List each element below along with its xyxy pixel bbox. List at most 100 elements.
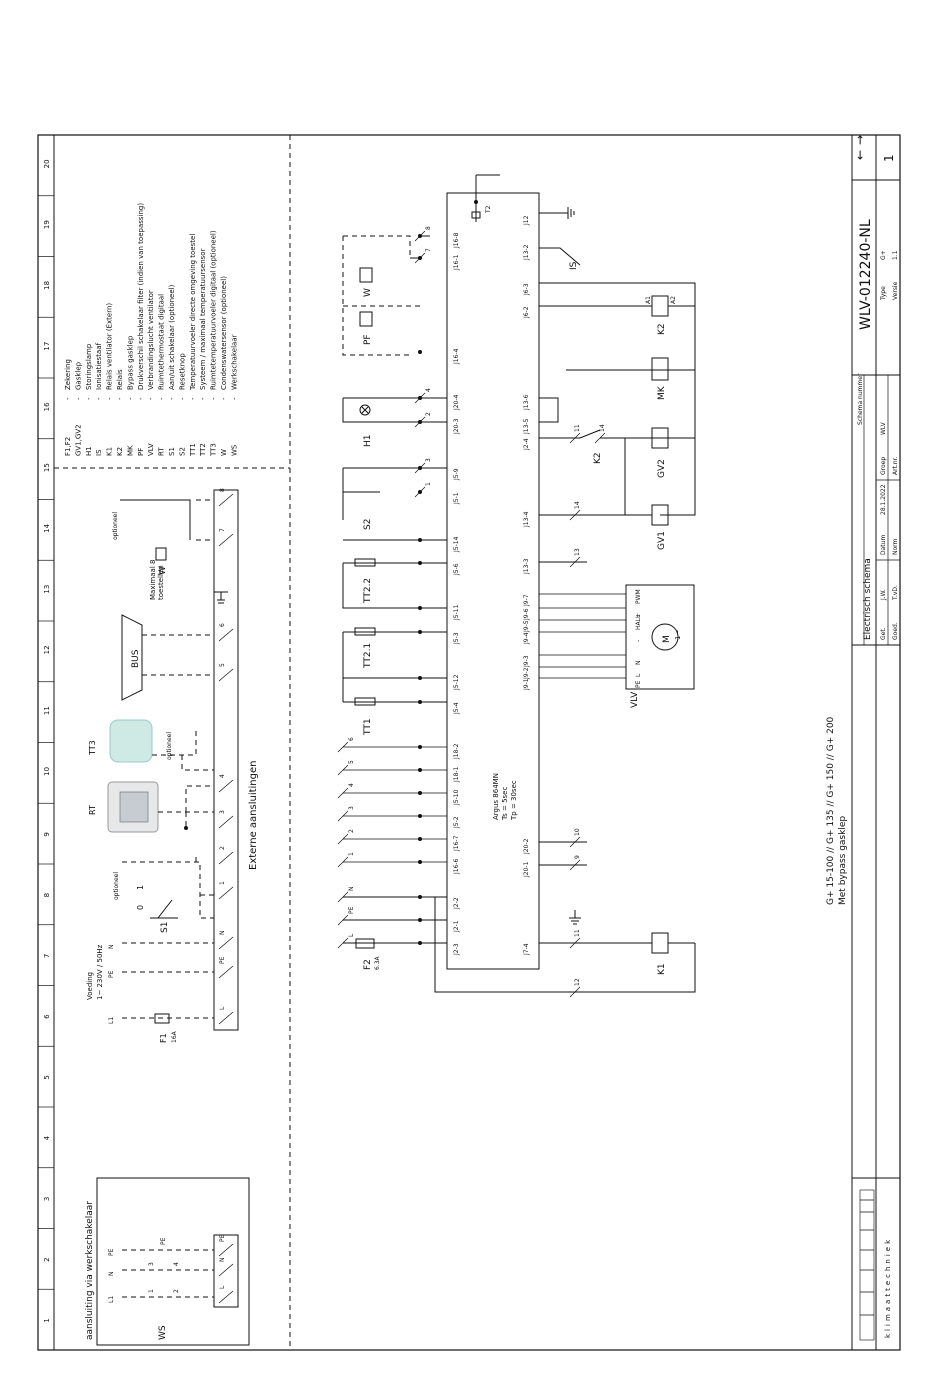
- wire-number: 4: [425, 388, 432, 392]
- f1-label: F1: [159, 1033, 168, 1043]
- ws-line-N: N: [108, 1272, 115, 1277]
- pin-J13-4: J13-4: [523, 511, 530, 528]
- bus-connector: [121, 614, 143, 701]
- legend-code: WS: [230, 444, 238, 456]
- title-arrow-left: ←: [853, 150, 867, 160]
- tt21-label: TT2.1: [363, 643, 373, 669]
- pin-J5-10: J5-10: [453, 789, 460, 806]
- legend-code: TT2: [199, 443, 207, 457]
- controller-name: Argus 864MN: [492, 773, 500, 820]
- k1-relay: [651, 932, 669, 954]
- tt3-label: TT3: [88, 740, 97, 756]
- grid-col-17: 17: [43, 342, 51, 351]
- legend-desc: Temperatuurvoeler directe omgeving toest…: [189, 234, 197, 391]
- wire-number: 5: [348, 760, 355, 764]
- pf-label: PF: [363, 334, 373, 345]
- pin-J18-1: J18-1: [453, 766, 460, 783]
- legend-dash: -: [64, 397, 72, 400]
- pin-J9-3: J9-3: [523, 655, 530, 668]
- grid-col-4: 4: [43, 1135, 51, 1140]
- pin-J5-14: J5-14: [453, 536, 460, 553]
- pin-J7-4: J7-4: [523, 943, 530, 956]
- legend-dash: -: [126, 397, 134, 400]
- wire-number: 11: [574, 929, 581, 937]
- legend: F1,F2-ZekeringGV1,GV2-GasklepH1-Storings…: [64, 203, 238, 457]
- legend-code: IS: [95, 449, 103, 456]
- k1-label: K1: [657, 963, 667, 975]
- pin-J2-1: J2-1: [453, 920, 460, 933]
- schema-title: Electrisch schema: [863, 558, 873, 640]
- controller-argus: [446, 192, 540, 970]
- is-label: IS: [569, 261, 579, 270]
- title-field-label: Datum: [880, 535, 887, 555]
- wire-number: 9: [574, 855, 581, 859]
- grid-col-19: 19: [43, 220, 51, 229]
- legend-code: TT3: [210, 443, 218, 457]
- pin-J16-7: J16-7: [453, 835, 460, 852]
- ws-line-L1: L1: [108, 1296, 115, 1303]
- pin-J9-6: J9-6: [523, 608, 530, 621]
- wire-number: N: [348, 887, 355, 892]
- legend-dash: -: [74, 397, 82, 400]
- pin-J9-2: J9-2: [523, 667, 530, 680]
- gv2-label: GV2: [657, 459, 667, 478]
- pin-J9-5: J9-5: [523, 620, 530, 633]
- wire-number: 7: [425, 248, 432, 252]
- title-field-label: Schema nummer: [857, 373, 864, 425]
- workswitch-box: [96, 1177, 250, 1346]
- legend-dash: -: [106, 397, 114, 400]
- legend-code: W: [220, 449, 228, 456]
- s1-pos-0: 0: [136, 905, 145, 910]
- w-label: W: [158, 566, 168, 575]
- wire-number: 1: [425, 482, 432, 486]
- external-connections-title: Externe aansluitingen: [248, 761, 259, 871]
- legend-dash: -: [189, 397, 197, 400]
- legend-dash: -: [147, 397, 155, 400]
- legend-desc: Verbrandingslucht ventilator: [147, 290, 155, 390]
- fan-pin: -: [635, 640, 642, 642]
- external-terminal-strip: [213, 489, 239, 1031]
- pin-J12: J12: [523, 215, 530, 226]
- grid-col-13: 13: [43, 585, 51, 594]
- grid-col-9: 9: [43, 832, 51, 836]
- ws-terminal-L: L: [219, 1285, 226, 1289]
- f2-label: F2: [363, 959, 373, 970]
- pin-J13-3: J13-3: [523, 558, 530, 575]
- drawing-number: WLV-012240-NL: [858, 219, 874, 330]
- pin-J5-3: J5-3: [453, 632, 460, 645]
- controller-left-pins: J16-8J16-1J16-4J20-4J20-3J5-9J5-1J5-14J5…: [418, 232, 460, 956]
- ws-contact-2: 2: [173, 1289, 180, 1293]
- pin-J13-5: J13-5: [523, 418, 530, 435]
- mk-label: MK: [657, 385, 667, 400]
- legend-code: MK: [126, 445, 134, 456]
- ws-label: WS: [158, 1325, 168, 1340]
- legend-dash: -: [85, 397, 93, 400]
- ws-pe: PE: [160, 1237, 167, 1245]
- fan-pin: HALL: [635, 614, 642, 630]
- pin-J13-2: J13-2: [523, 244, 530, 261]
- ext-terminal-3: 3: [219, 810, 226, 814]
- wire-number: 8: [425, 226, 432, 230]
- ext-terminal-8: 8: [219, 488, 226, 492]
- title-field-value: 1.1: [892, 250, 899, 260]
- tt3-optional: optioneel: [166, 732, 173, 760]
- wire-number: 10: [574, 828, 581, 836]
- ext-terminal-N: N: [219, 931, 226, 936]
- title-field-label: Norm: [892, 538, 899, 555]
- supply-spec: 1~ 230V / 50Hz: [96, 944, 104, 1000]
- bus-note1: Maximaal 8: [149, 560, 157, 600]
- fan-pin: N: [635, 661, 642, 666]
- legend-code: K2: [116, 447, 124, 456]
- legend-code: H1: [85, 446, 93, 456]
- pin-J9-4: J9-4: [523, 632, 530, 645]
- legend-dash: -: [178, 397, 186, 400]
- legend-desc: Gasklep: [74, 361, 82, 390]
- pin-J2-3: J2-3: [453, 943, 460, 956]
- f1-rating: 16A: [171, 1030, 178, 1043]
- pin-J16-8: J16-8: [453, 232, 460, 249]
- fan-pin: L: [635, 673, 642, 677]
